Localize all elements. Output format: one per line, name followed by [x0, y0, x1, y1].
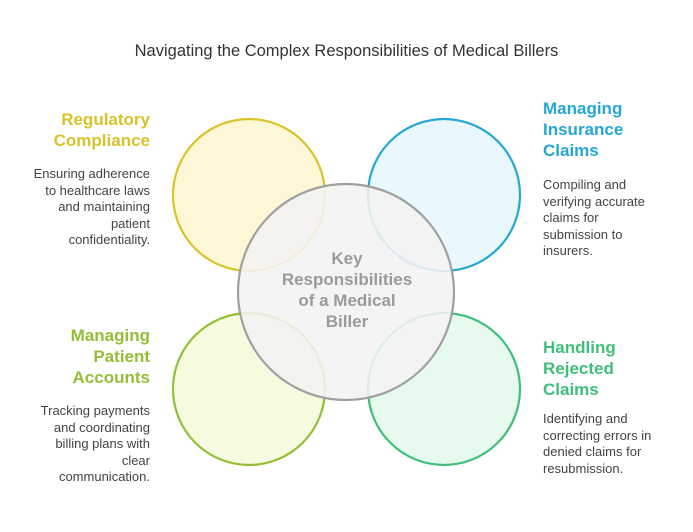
- center-label: Key Responsibilities of a Medical Biller: [262, 248, 432, 332]
- center-label-line: of a Medical: [298, 291, 396, 310]
- circle-center: [236, 182, 456, 402]
- heading-handling-rejected-claims: Handling Rejected Claims: [543, 338, 616, 399]
- heading-managing-patient-accounts: Managing Patient Accounts: [70, 326, 150, 387]
- description-regulatory-compliance: Ensuring adherence to healthcare laws an…: [33, 166, 150, 247]
- center-label-line: Biller: [325, 312, 369, 331]
- center-label-line: Responsibilities: [281, 270, 413, 289]
- description-managing-patient-accounts: Tracking payments and coordinating billi…: [40, 403, 150, 484]
- description-handling-rejected-claims: Identifying and correcting errors in den…: [543, 411, 652, 476]
- diagram-title: Navigating the Complex Responsibilities …: [134, 42, 559, 60]
- description-managing-insurance-claims: Compiling and verifying accurate claims …: [543, 177, 645, 258]
- heading-managing-insurance-claims: Managing Insurance Claims: [543, 99, 624, 160]
- center-label-line: Key: [331, 249, 363, 268]
- heading-regulatory-compliance: Regulatory Compliance: [53, 110, 150, 150]
